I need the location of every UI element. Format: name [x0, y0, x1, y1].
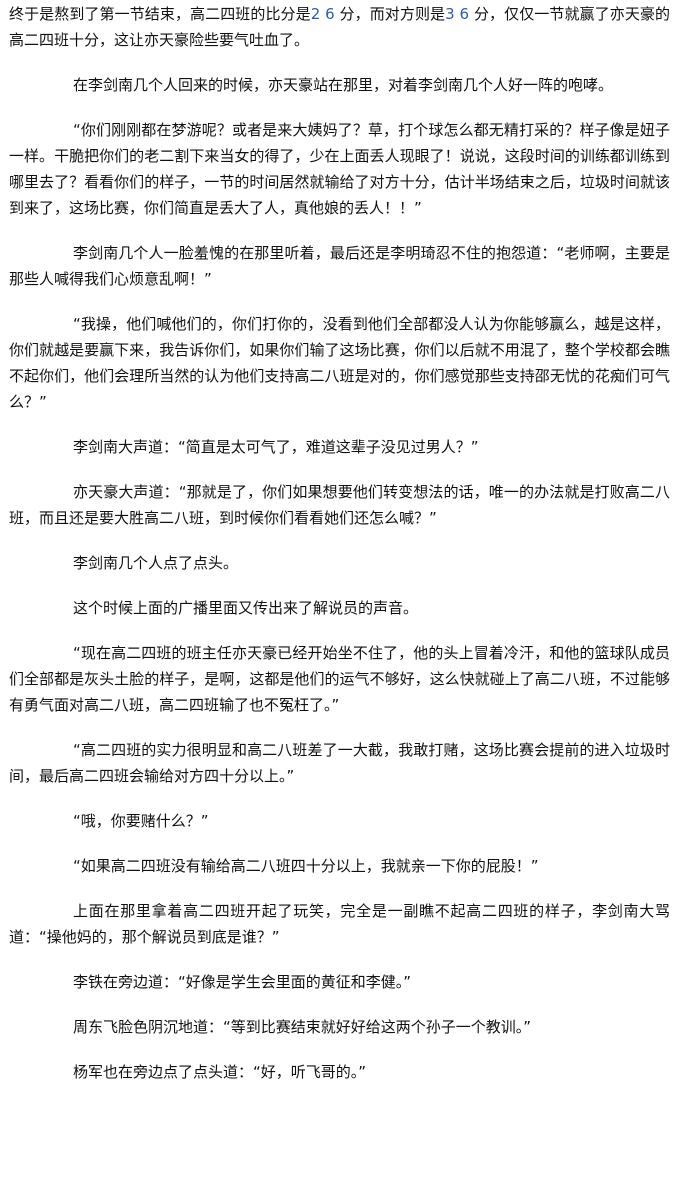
document-body: 终于是熬到了第一节结束，高二四班的比分是2 6 分，而对方则是3 6 分，仅仅一… [9, 1, 670, 1081]
paragraph: 在李剑南几个人回来的时候，亦天豪站在那里，对着李剑南几个人好一阵的咆哮。 [73, 76, 614, 94]
own-score: 2 6 [310, 5, 335, 23]
paragraph: “你们刚刚都在梦游呢？或者是来大姨妈了？草，打个球怎么都无精打采的？样子像是妞子… [9, 121, 670, 217]
paragraph: 李铁在旁边道：“好像是学生会里面的黄征和李健。” [73, 973, 412, 991]
paragraph: 李剑南几个人一脸羞愧的在那里听着，最后还是李明琦忍不住的抱怨道：“老师啊，主要是… [9, 244, 670, 288]
paragraph-text: 分，仅仅一节就赢了亦天豪的高二四班十分，这让亦天豪险些要气吐血了。 [9, 5, 670, 49]
paragraph: 杨军也在旁边点了点头道：“好，听飞哥的。” [73, 1063, 367, 1081]
paragraph: 李剑南大声道：“简直是太可气了，难道这辈子没见过男人？” [73, 438, 479, 456]
paragraph: 周东飞脸色阴沉地道：“等到比赛结束就好好给这两个孙子一个教训。” [73, 1018, 532, 1036]
paragraph: “哦，你要赌什么？” [73, 812, 209, 830]
paragraph: 这个时候上面的广播里面又传出来了解说员的声音。 [73, 599, 419, 617]
paragraph: “高二四班的实力很明显和高二八班差了一大截，我敢打赌，这场比赛会提前的进入垃圾时… [9, 741, 670, 785]
paragraph: “如果高二四班没有输给高二八班四十分以上，我就亲一下你的屁股！” [73, 857, 539, 875]
paragraph: 上面在那里拿着高二四班开起了玩笑，完全是一副瞧不起高二四班的样子，李剑南大骂道：… [9, 902, 670, 946]
paragraph: 李剑南几个人点了点头。 [73, 554, 239, 572]
paragraph-1: 终于是熬到了第一节结束，高二四班的比分是2 6 分，而对方则是3 6 分，仅仅一… [9, 1, 670, 53]
paragraph: “我操，他们喊他们的，你们打你的，没看到他们全部都没人认为你能够赢么，越是这样，… [9, 315, 670, 411]
paragraph-text: 分，而对方则是 [334, 5, 446, 23]
paragraph-text: 终于是熬到了第一节结束，高二四班的比分是 [9, 5, 311, 23]
paragraph: “现在高二四班的班主任亦天豪已经开始坐不住了，他的头上冒着冷汗，和他的篮球队成员… [9, 644, 670, 714]
paragraph: 亦天豪大声道：“那就是了，你们如果想要他们转变想法的话，唯一的办法就是打败高二八… [9, 483, 670, 527]
opponent-score: 3 6 [445, 5, 470, 23]
